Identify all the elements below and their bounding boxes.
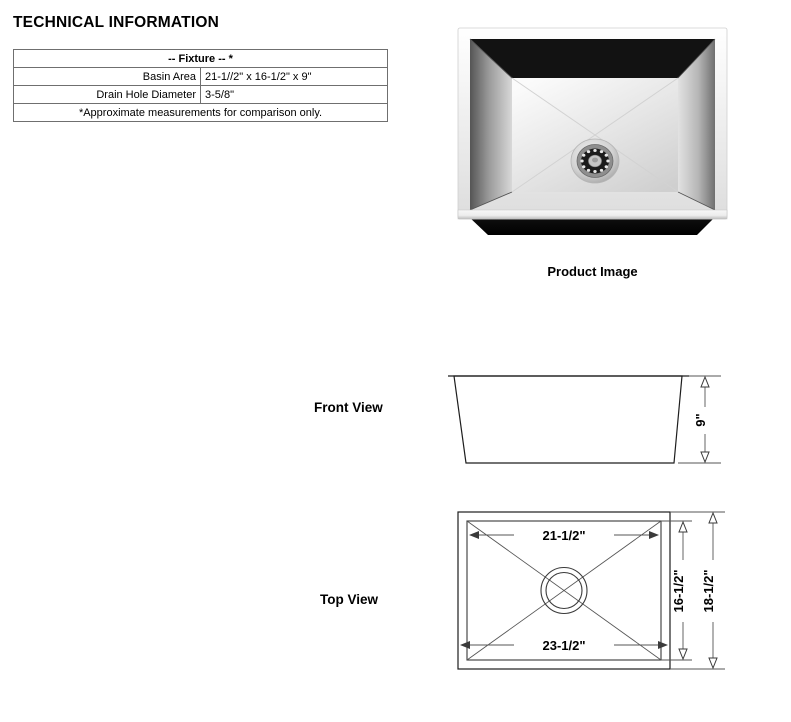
- sink-product-photo: [457, 27, 728, 235]
- sink-fold-line: [677, 38, 716, 79]
- drain-strainer: [570, 138, 620, 184]
- top-view-inner-depth-dimension: 16-1/2": [671, 520, 688, 661]
- front-view-caption: Front View: [314, 400, 383, 415]
- top-view-outer-depth-dimension: 18-1/2": [701, 511, 718, 670]
- top-view-outer-width-dimension: 23-1/2": [460, 638, 668, 653]
- sink-front-rim: [457, 209, 728, 220]
- drain-hole-diameter-value: 3-5/8": [200, 85, 388, 104]
- product-image-caption: Product Image: [547, 264, 638, 279]
- sink-diagonal-highlight: [511, 77, 679, 193]
- table-row: Drain Hole Diameter 3-5/8": [13, 85, 388, 104]
- arrowhead-down: [678, 648, 688, 661]
- top-view-inner-width-label: 21-1/2": [542, 528, 585, 543]
- sink-upper-back-wall: [470, 39, 715, 78]
- product-image-figure: Product Image: [450, 14, 735, 279]
- top-view-diagonal: [466, 520, 662, 661]
- table-row: Basin Area 21-1//2" x 16-1/2" x 9": [13, 67, 388, 86]
- table-row-footnote: *Approximate measurements for comparison…: [13, 103, 388, 122]
- sink-fold-line: [469, 191, 513, 211]
- arrowhead-up: [678, 520, 688, 533]
- arrowhead-up: [700, 375, 710, 388]
- arrowhead-down: [700, 451, 710, 464]
- drain-outer-circle: [540, 566, 588, 615]
- table-row-title: -- Fixture -- *: [13, 49, 388, 68]
- front-view-height-dimension: 9": [693, 375, 710, 464]
- top-view-inner-depth-label: 16-1/2": [671, 569, 686, 612]
- top-view-outer-depth-label: 18-1/2": [701, 569, 716, 612]
- basin-area-label: Basin Area: [13, 67, 201, 86]
- drain-slot-group: [580, 149, 610, 173]
- technical-information-table: -- Fixture -- * Basin Area 21-1//2" x 16…: [13, 49, 388, 122]
- arrowhead-left: [469, 531, 479, 539]
- sink-left-wall: [470, 39, 512, 210]
- basin-area-value: 21-1//2" x 16-1/2" x 9": [200, 67, 388, 86]
- top-view-drain-circle: [540, 566, 588, 615]
- arrowhead-left: [460, 641, 470, 649]
- approximate-measurements-note: *Approximate measurements for comparison…: [13, 103, 388, 122]
- arrowhead-right: [649, 531, 659, 539]
- arrowhead-right: [658, 641, 668, 649]
- top-view-inner-width-dimension: 21-1/2": [469, 528, 659, 543]
- fixture-title-cell: -- Fixture -- *: [13, 49, 388, 68]
- sink-fold-line: [469, 38, 513, 79]
- sink-drop-shadow: [468, 216, 716, 235]
- arrowhead-up: [708, 511, 718, 524]
- sink-fold-line: [677, 191, 716, 211]
- drain-center-boss: [592, 157, 598, 163]
- front-view-basin-outline: [453, 375, 683, 464]
- arrowhead-down: [708, 657, 718, 670]
- sink-right-wall: [678, 39, 715, 210]
- top-view-outer-width-label: 23-1/2": [542, 638, 585, 653]
- page-title: TECHNICAL INFORMATION: [13, 14, 219, 31]
- top-view-caption: Top View: [320, 592, 379, 607]
- front-view-drawing: 9": [448, 375, 721, 464]
- drain-inner-circle: [545, 571, 583, 610]
- top-view-outer-rectangle: [457, 511, 671, 670]
- top-view-drawing: 21-1/2" 23-1/2" 16-1/2" 18-1/2": [457, 511, 725, 670]
- drain-hole-diameter-label: Drain Hole Diameter: [13, 85, 201, 104]
- front-view-height-label: 9": [693, 413, 708, 426]
- top-view-inner-rectangle: [466, 520, 662, 661]
